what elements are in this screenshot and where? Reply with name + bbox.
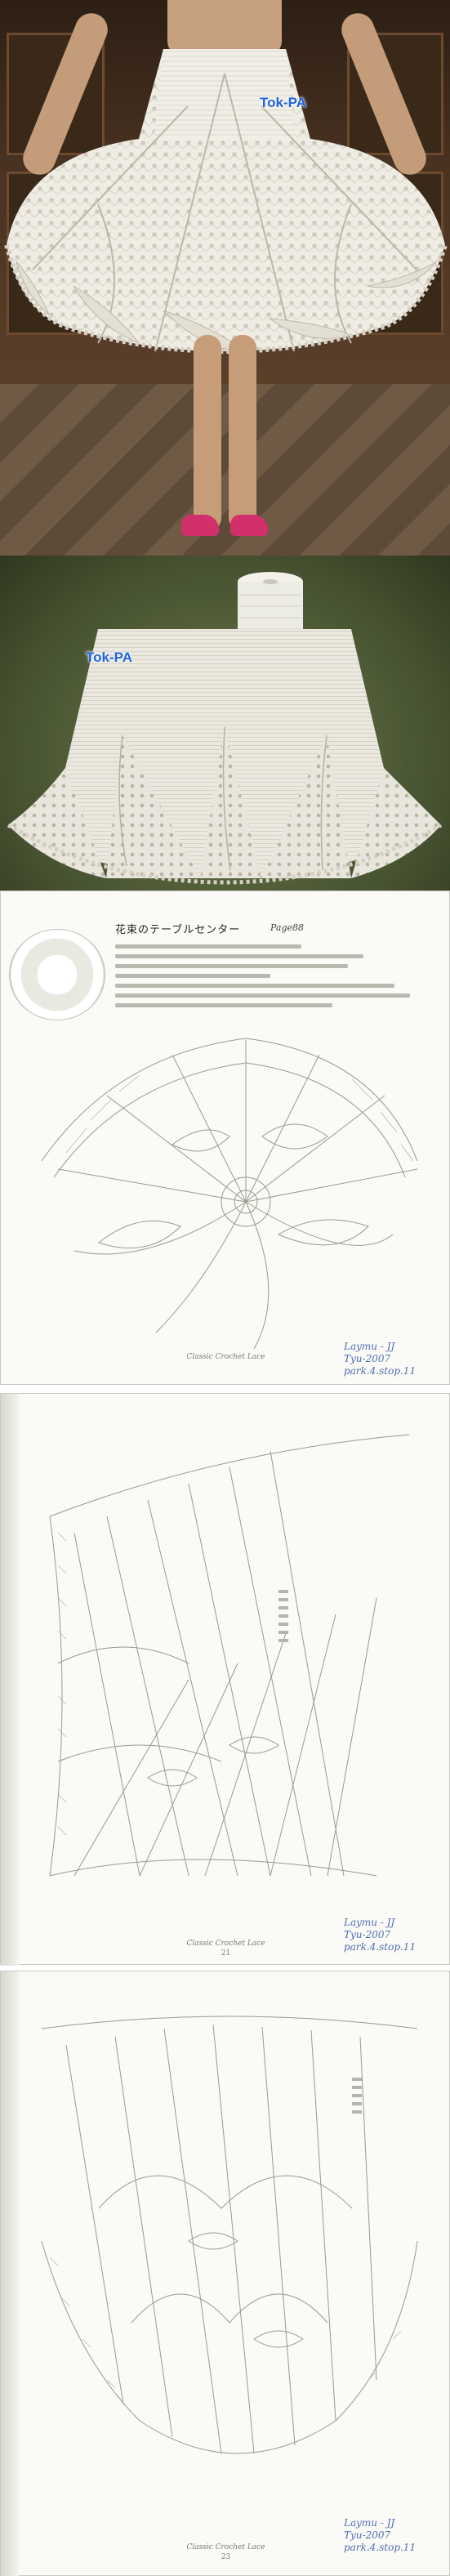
crochet-chart-page-3: Classic Crochet Lace 23 Laymu - JJ Tyu-2… xyxy=(0,1971,450,2576)
signature-line-3: park.4.stop.11 xyxy=(344,1365,417,1377)
left-shoe xyxy=(181,515,219,536)
pattern-page-ref: Page88 xyxy=(270,922,305,933)
skirt-flat-photo: Tok-PA xyxy=(0,556,450,891)
pattern-instructions xyxy=(115,939,425,1012)
signature-line-1: Laymu - JJ xyxy=(344,2517,395,2529)
book-title: Classic Crochet Lace xyxy=(186,2543,265,2551)
skirt-worn-photo: Tok-PA xyxy=(0,0,450,556)
right-shoe xyxy=(230,515,268,536)
signature-line-2: Tyu-2007 xyxy=(344,2529,391,2541)
fan-crochet-chart xyxy=(41,1038,418,1350)
right-leg xyxy=(229,335,256,531)
book-spine xyxy=(1,1971,19,2576)
signature-block: Laymu - JJ Tyu-2007 park.4.stop.11 xyxy=(344,2517,416,2554)
crochet-chart-page-2: Classic Crochet Lace 21 Laymu - JJ Tyu-2… xyxy=(0,1393,450,1966)
left-leg xyxy=(194,335,221,531)
book-spine xyxy=(1,1394,19,1966)
crochet-chart-page-1: 花束のテーブルセンター Page88 Classic Cr xyxy=(0,891,450,1385)
chart-margin-note xyxy=(352,2078,362,2118)
book-title: Classic Crochet Lace xyxy=(186,1940,265,1948)
skirt-hem-chart xyxy=(41,2016,418,2454)
signature-line-3: park.4.stop.11 xyxy=(344,2542,417,2553)
skirt-panel-chart xyxy=(49,1434,410,1877)
tiled-floor xyxy=(0,384,450,556)
chart-margin-note xyxy=(278,1590,288,1647)
signature-block: Laymu - JJ Tyu-2007 park.4.stop.11 xyxy=(344,1917,416,1953)
book-title: Classic Crochet Lace xyxy=(186,1353,265,1361)
flat-skirt xyxy=(7,629,443,885)
signature-line-1: Laymu - JJ xyxy=(344,1917,395,1928)
signature-line-1: Laymu - JJ xyxy=(344,1341,395,1352)
watermark-tok-pa: Tok-PA xyxy=(86,650,132,665)
signature-block: Laymu - JJ Tyu-2007 park.4.stop.11 xyxy=(344,1341,416,1377)
watermark-tok-pa: Tok-PA xyxy=(260,95,306,110)
pattern-title: 花束のテーブルセンター xyxy=(115,924,241,936)
torso xyxy=(167,0,282,57)
page-number: 21 xyxy=(221,1949,231,1958)
doily-thumbnail xyxy=(9,929,105,1020)
signature-line-3: park.4.stop.11 xyxy=(344,1941,417,1953)
page-number: 23 xyxy=(221,2553,231,2561)
signature-line-2: Tyu-2007 xyxy=(344,1353,391,1364)
knitted-skirt xyxy=(4,49,448,354)
signature-line-2: Tyu-2007 xyxy=(344,1929,391,1940)
